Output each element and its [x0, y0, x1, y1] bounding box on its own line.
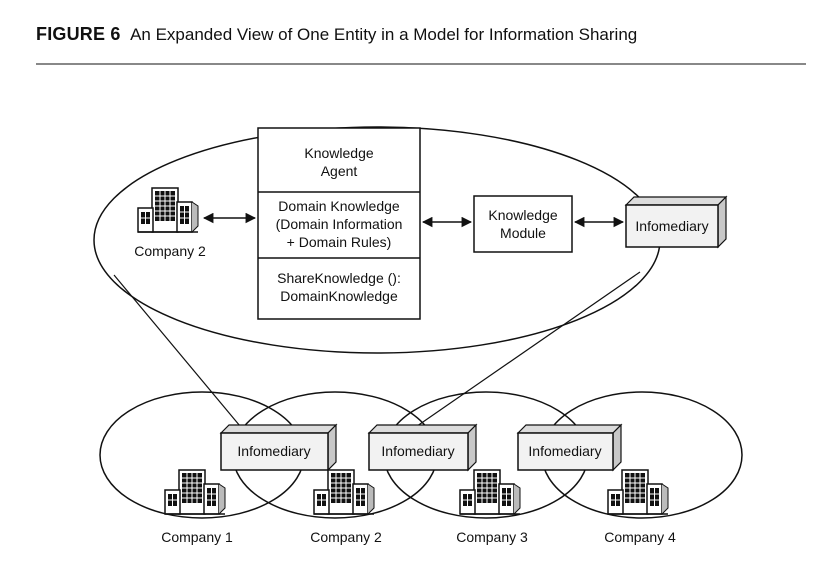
- agent-method-line-1: ShareKnowledge ():: [277, 270, 401, 286]
- module-line-1: Knowledge: [488, 207, 557, 223]
- agent-method-line-2: DomainKnowledge: [280, 288, 398, 304]
- network-infomediary-label-3: Infomediary: [528, 443, 601, 459]
- agent-header-line-2: Agent: [321, 163, 358, 179]
- company-1-label: Company 1: [161, 529, 233, 545]
- agent-attr-line-3: + Domain Rules): [287, 234, 392, 250]
- company-3-label: Company 3: [456, 529, 528, 545]
- expanded-infomediary-label: Infomediary: [635, 218, 708, 234]
- figure-caption: An Expanded View of One Entity in a Mode…: [130, 25, 638, 44]
- agent-attr-line-1: Domain Knowledge: [278, 198, 400, 214]
- agent-attr-line-2: (Domain Information: [276, 216, 403, 232]
- network-infomediary-label-2: Infomediary: [381, 443, 454, 459]
- company-1-building-icon: [164, 469, 226, 515]
- zoom-line-right: [406, 271, 641, 434]
- agent-header-line-1: Knowledge: [304, 145, 373, 161]
- company-building-icon: [137, 187, 199, 233]
- knowledge-module-box: Knowledge Module: [473, 195, 573, 253]
- zoom-line-left: [113, 274, 246, 433]
- company-4-building-icon: [607, 469, 669, 515]
- figure-title: FIGURE 6 An Expanded View of One Entity …: [36, 24, 637, 45]
- knowledge-agent-box: Knowledge Agent Domain Knowledge (Domain…: [257, 127, 421, 320]
- figure-label: FIGURE 6: [36, 24, 121, 44]
- company-2-building-icon: [313, 469, 375, 515]
- network-infomediary-3: Infomediary: [516, 423, 623, 472]
- company-2-label: Company 2: [310, 529, 382, 545]
- network-infomediary-label-1: Infomediary: [237, 443, 310, 459]
- network-infomediary-2: Infomediary: [367, 423, 478, 472]
- expanded-infomediary-box: Infomediary: [624, 195, 728, 249]
- module-line-2: Module: [500, 225, 546, 241]
- expanded-company-label: Company 2: [134, 243, 206, 259]
- company-4-label: Company 4: [604, 529, 676, 545]
- company-3-building-icon: [459, 469, 521, 515]
- network-infomediary-1: Infomediary: [219, 423, 338, 472]
